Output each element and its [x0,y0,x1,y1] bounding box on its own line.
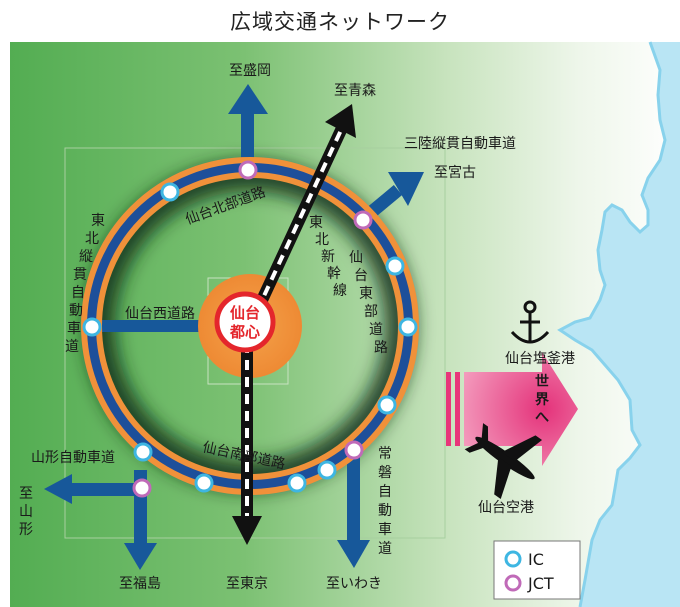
world-label-1: 世 [535,373,549,390]
legend-ic-label: IC [528,550,544,569]
legend-jct-icon [504,574,522,592]
dest-iwaki: 至いわき [326,576,382,592]
ic-markers [82,182,418,493]
anchor-icon [510,300,550,344]
road-tohoku-expressway: 東北縦貫自動車道 [65,213,105,355]
outbound-arrows [44,84,424,570]
airplane-icon [464,423,543,499]
world-label-3: へ [535,410,549,426]
ic-marker [377,395,397,415]
world-arrow [446,352,578,466]
world-label-2: 界 [535,392,550,408]
coastline [557,41,667,607]
legend-ic-icon [504,550,522,568]
road-west: 仙台西道路 [125,306,195,322]
airport-label: 仙台空港 [478,500,534,516]
ic-marker [287,473,307,493]
road-east-ring: 仙台東部道路 [349,250,388,356]
shinkansen-line [232,104,356,545]
dest-aomori: 至青森 [334,83,376,99]
ic-marker [194,473,214,493]
ic-marker [160,182,180,202]
dest-miyako: 至宮古 [434,165,476,181]
legend-jct-label: JCT [527,574,554,593]
jct-markers [132,160,373,498]
dest-yamagata: 至山形 [19,486,33,538]
legend-box [493,540,581,600]
center-label-line1: 仙台 [230,304,260,322]
jct-marker [238,160,258,180]
ic-marker [317,460,337,480]
dest-tokyo: 至東京 [226,576,268,592]
jct-marker [344,440,364,460]
road-yamagata: 山形自動車道 [31,449,115,466]
dest-fukushima: 至福島 [119,576,161,592]
ic-marker [82,317,102,337]
city-boundary-outer [64,147,446,539]
center-badge [214,291,276,353]
sea-area [560,42,680,607]
dest-morioka: 至盛岡 [229,63,271,79]
road-sanriku: 三陸縦貫自動車道 [404,135,516,152]
road-shinkansen: 東北新幹線 [309,215,347,299]
port-label: 仙台塩釜港 [505,351,575,367]
jct-marker [353,210,373,230]
ic-marker [133,442,153,462]
center-label-line2: 都心 [229,323,260,341]
jct-marker [132,478,152,498]
road-joban: 常磐自動車道 [378,446,392,557]
map-title: 広域交通ネットワーク [230,10,450,34]
ic-marker [398,317,418,337]
ic-marker [385,256,405,276]
